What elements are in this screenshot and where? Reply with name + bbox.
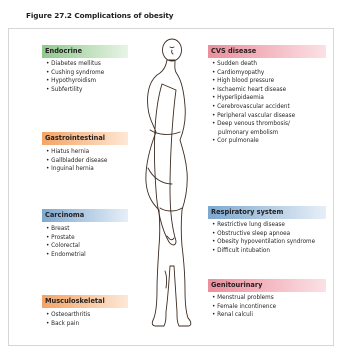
endocrine-title: Endocrine	[45, 47, 82, 55]
list-item: Ischaemic heart disease	[212, 86, 295, 95]
hand-line	[167, 236, 174, 240]
cvs-disease-header: CVS disease	[208, 45, 326, 58]
genitourinary-title: Genitourinary	[211, 281, 262, 289]
gastrointestinal-list: Hiatus hernia Gallbladder disease Inguin…	[46, 148, 107, 174]
list-item: Osteoarthritis	[46, 311, 90, 320]
endocrine-list: Diabetes mellitus Cushing syndrome Hypot…	[46, 60, 104, 94]
list-item: Back pain	[46, 320, 90, 329]
list-item: Menstrual problems	[212, 294, 276, 303]
list-item: Cor pulmonale	[212, 137, 295, 146]
cvs-disease-title: CVS disease	[211, 47, 256, 55]
list-item: Renal calculi	[212, 311, 276, 320]
list-item: Sudden death	[212, 60, 295, 69]
list-item: High blood pressure	[212, 77, 295, 86]
list-item: Restrictive lung disease	[212, 221, 315, 230]
respiratory-system-title: Respiratory system	[211, 208, 283, 216]
list-item-continuation: pulmonary embolism	[212, 129, 295, 138]
list-item: Inguinal hernia	[46, 165, 107, 174]
list-item: Peripheral vascular disease	[212, 112, 295, 121]
body-figure	[146, 39, 191, 326]
endocrine-header: Endocrine	[42, 45, 128, 58]
arm	[154, 84, 176, 245]
musculoskeletal-list: Osteoarthritis Back pain	[46, 311, 90, 328]
carcinoma-list: Breast Prostate Colorectal Endometrial	[46, 225, 86, 259]
knee-line	[165, 271, 167, 288]
cvs-disease-list: Sudden death Cardiomyopathy High blood p…	[212, 60, 295, 146]
list-item: Obesity hypoventilation syndrome	[212, 238, 315, 247]
list-item: Hypothyroidism	[46, 77, 104, 86]
list-item: Gallbladder disease	[46, 157, 107, 166]
list-item: Cerebrovascular accident	[212, 103, 295, 112]
list-item: Female incontinence	[212, 303, 276, 312]
carcinoma-header: Carcinoma	[42, 209, 128, 222]
genitourinary-header: Genitourinary	[208, 279, 326, 292]
carcinoma-title: Carcinoma	[45, 211, 84, 219]
list-item: Hyperlipidaemia	[212, 94, 295, 103]
list-item: Endometrial	[46, 251, 86, 260]
list-item: Obstructive sleep apnoea	[212, 230, 315, 239]
list-item: Breast	[46, 225, 86, 234]
gastrointestinal-header: Gastrointestinal	[42, 132, 128, 145]
list-item: Hiatus hernia	[46, 148, 107, 157]
torso	[146, 60, 191, 326]
list-item: Cushing syndrome	[46, 69, 104, 78]
respiratory-system-list: Restrictive lung disease Obstructive sle…	[212, 221, 315, 255]
list-item: Diabetes mellitus	[46, 60, 104, 69]
list-item: Deep venous thrombosis/	[212, 120, 295, 129]
musculoskeletal-header: Musculoskeletal	[42, 295, 128, 308]
list-item: Cardiomyopathy	[212, 69, 295, 78]
list-item: Subfertility	[46, 86, 104, 95]
genitourinary-list: Menstrual problems Female incontinence R…	[212, 294, 276, 320]
face-lines	[170, 47, 174, 54]
gastrointestinal-title: Gastrointestinal	[45, 134, 105, 142]
musculoskeletal-title: Musculoskeletal	[45, 297, 105, 305]
belly-line	[148, 168, 172, 184]
list-item: Prostate	[46, 234, 86, 243]
list-item: Colorectal	[46, 242, 86, 251]
respiratory-system-header: Respiratory system	[208, 206, 326, 219]
list-item: Difficult intubation	[212, 247, 315, 256]
